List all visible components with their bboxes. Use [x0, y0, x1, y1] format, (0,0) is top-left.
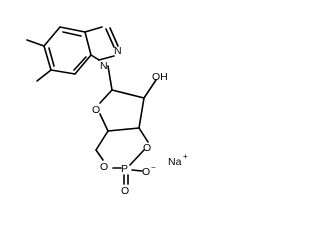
benzene-ring [43, 26, 92, 75]
atom-o-phosphate-left: O [100, 161, 108, 173]
atom-o-furanose: O [92, 104, 100, 116]
structure-svg: N N OH O O O P O O − Na + [26, 26, 188, 197]
furanose-ring [99, 89, 145, 132]
atom-phosphorus: P [121, 163, 128, 175]
atom-o-anion: O [142, 166, 150, 178]
methyl-bond-bottom [36, 69, 52, 82]
methyl-bond-top [26, 39, 45, 47]
glycosidic-bond [107, 65, 113, 91]
anion-charge: − [151, 163, 156, 172]
imidazole-ring [84, 26, 119, 61]
atom-n-ring: N [100, 60, 108, 72]
atom-o-phosphate-right: O [143, 142, 151, 154]
phosphate-ring [95, 127, 149, 169]
atom-sodium: Na [168, 156, 182, 168]
molecule-diagram: N N OH O O O P O O − Na + [26, 26, 188, 197]
hydroxyl-bond [143, 79, 157, 99]
atom-o-double: O [121, 185, 129, 197]
p-o-anion-bond [131, 169, 143, 172]
atom-n-imidazole: N [114, 45, 122, 57]
atom-oh: OH [152, 71, 168, 83]
sodium-charge: + [183, 152, 188, 161]
